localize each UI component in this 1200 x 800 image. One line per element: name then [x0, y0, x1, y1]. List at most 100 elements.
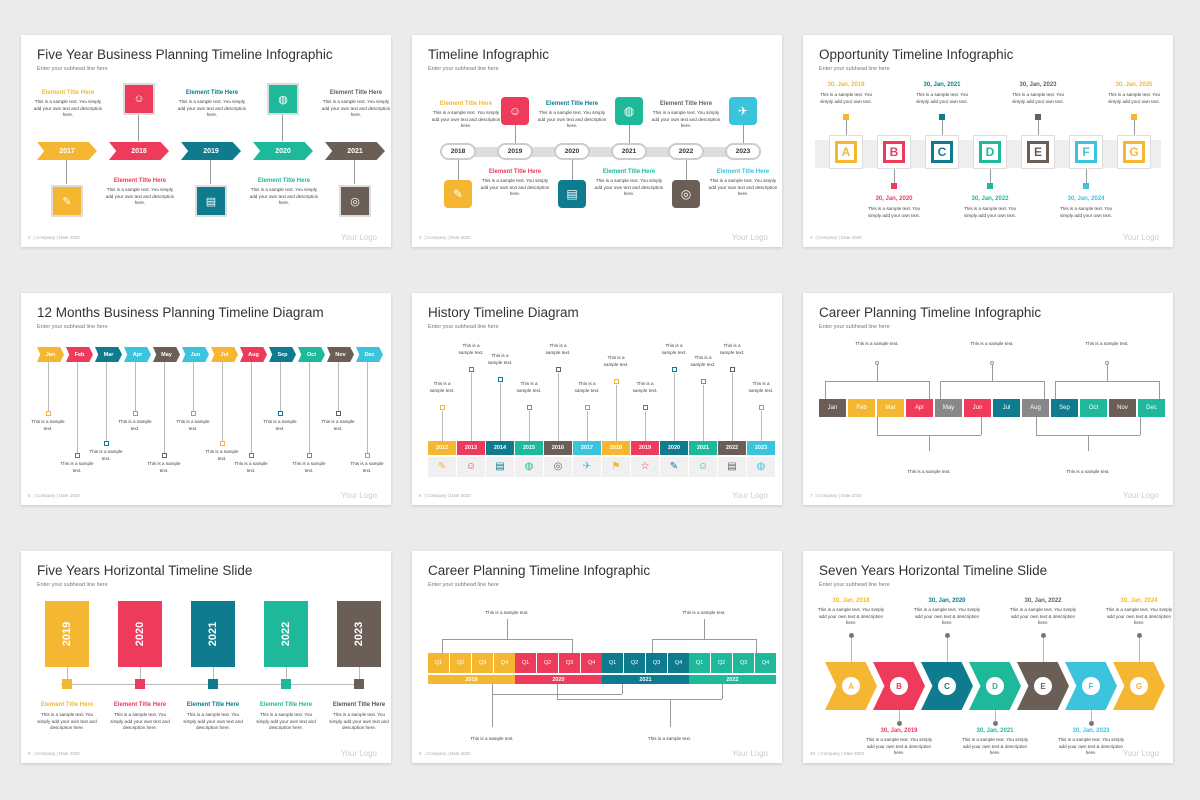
element-description: This is a sample text. You simply add yo…	[183, 712, 243, 730]
date-label: 30, Jan, 2020	[928, 598, 966, 604]
history-icon: ◍	[747, 457, 775, 477]
sample-text: This is a sample text.	[545, 343, 571, 355]
month-box: Oct	[1080, 399, 1107, 417]
year-block: 2021	[191, 601, 235, 667]
timeline-icon: ◍	[615, 97, 643, 125]
page-number: 6	[419, 493, 422, 498]
slide-title: History Timeline Diagram	[428, 305, 579, 320]
date-label: 30, Jan, 2021	[976, 728, 1014, 734]
slide-title: Seven Years Horizontal Timeline Slide	[819, 563, 1048, 578]
connector-line	[442, 411, 443, 441]
bracket-line	[492, 694, 493, 727]
element-description: This is a sample text. You simply add yo…	[177, 99, 247, 117]
letter-inner: D	[979, 141, 1001, 163]
connector-line	[354, 160, 355, 184]
date-description: This is a sample text. You simply add yo…	[1011, 92, 1065, 104]
year-bar: 2022	[689, 675, 776, 684]
marker	[278, 411, 283, 416]
connector-line	[587, 411, 588, 441]
marker	[1105, 361, 1109, 365]
bracket-line	[1159, 381, 1160, 399]
marker	[759, 405, 764, 410]
connector-line	[894, 169, 895, 183]
marker	[701, 379, 706, 384]
letter-circle: G	[1130, 677, 1148, 695]
logo-placeholder: Your Logo	[340, 233, 377, 242]
letter-inner: B	[883, 141, 905, 163]
quarter-cell: Q2	[624, 653, 645, 673]
date-description: This is a sample text. You simply add yo…	[819, 92, 873, 104]
connector-line	[251, 362, 252, 453]
slide-4[interactable]: 12 Months Business Planning Timeline Dia…	[21, 293, 391, 505]
connector-line	[616, 385, 617, 441]
element-title: Element Title Here	[332, 702, 386, 708]
element-description: This is a sample text. You simply add yo…	[256, 712, 316, 730]
connector-line	[66, 160, 67, 184]
year-cell: 2016	[544, 441, 572, 455]
element-title: Element Title Here	[185, 90, 239, 96]
slide-subhead: Enter your subhead line here	[428, 66, 499, 72]
date-label: 30, Jan, 2018	[832, 598, 870, 604]
bracket-line	[507, 619, 508, 639]
footer-text: | Company | Date 2020	[818, 751, 865, 756]
element-title: Element Title Here	[259, 702, 313, 708]
sample-text: This is a sample text.	[719, 343, 745, 355]
marker	[191, 411, 196, 416]
sample-text: This is a sample text.	[89, 449, 123, 461]
logo-placeholder: Your Logo	[731, 233, 768, 242]
bracket-line	[652, 639, 653, 653]
letter-circle: B	[890, 677, 908, 695]
connector-line	[106, 362, 107, 441]
month-box: Jun	[964, 399, 991, 417]
footer-text: | Company | Date 2020	[815, 235, 862, 240]
date-description: This is a sample text. You simply add yo…	[1057, 737, 1125, 755]
globe-icon: ◍	[267, 83, 299, 115]
marker	[46, 411, 51, 416]
slide-1[interactable]: Five Year Business Planning Timeline Inf…	[21, 35, 391, 247]
footer-text: | Company | Date 2020	[424, 493, 471, 498]
marker-dot	[945, 633, 950, 638]
marker	[498, 377, 503, 382]
connector-line	[213, 667, 214, 679]
bracket-line	[722, 684, 723, 699]
slide-title: Opportunity Timeline Infographic	[819, 47, 1014, 62]
connector-line	[138, 115, 139, 141]
marker	[672, 367, 677, 372]
bracket-line	[1055, 381, 1159, 382]
sample-text: This is a sample text.	[970, 341, 1014, 346]
marker-dot	[1137, 633, 1142, 638]
marker	[133, 411, 138, 416]
bracket-line	[981, 417, 982, 435]
month-box: Dec	[1138, 399, 1165, 417]
year-cell: 2015	[515, 441, 543, 455]
slide-footer: 3| Company | Date 2020	[419, 235, 471, 240]
slide-title: Career Planning Timeline Infographic	[428, 563, 651, 578]
letter-inner: C	[931, 141, 953, 163]
footer-text: | Company | Date 2020	[424, 235, 471, 240]
marker	[987, 183, 993, 189]
marker	[527, 405, 532, 410]
element-description: This is a sample text. You simply add yo…	[431, 110, 501, 128]
year-chevron: 2020	[253, 142, 313, 160]
element-description: This is a sample text. You simply add yo…	[37, 712, 97, 730]
connector-line	[140, 667, 141, 679]
date-label: 30, Jan, 2021	[923, 82, 961, 88]
letter-circle: F	[1082, 677, 1100, 695]
date-description: This is a sample text. You simply add yo…	[1059, 206, 1113, 218]
letter-circle: C	[938, 677, 956, 695]
bracket-line	[572, 639, 573, 653]
slide-subhead: Enter your subhead line here	[37, 324, 108, 330]
sample-text: This is a sample text.	[682, 610, 726, 615]
month-box: Aug	[1022, 399, 1049, 417]
slide-subhead: Enter your subhead line here	[37, 582, 108, 588]
letter-box: G	[1117, 135, 1151, 169]
connector-line	[77, 362, 78, 453]
bracket-line	[669, 699, 671, 727]
